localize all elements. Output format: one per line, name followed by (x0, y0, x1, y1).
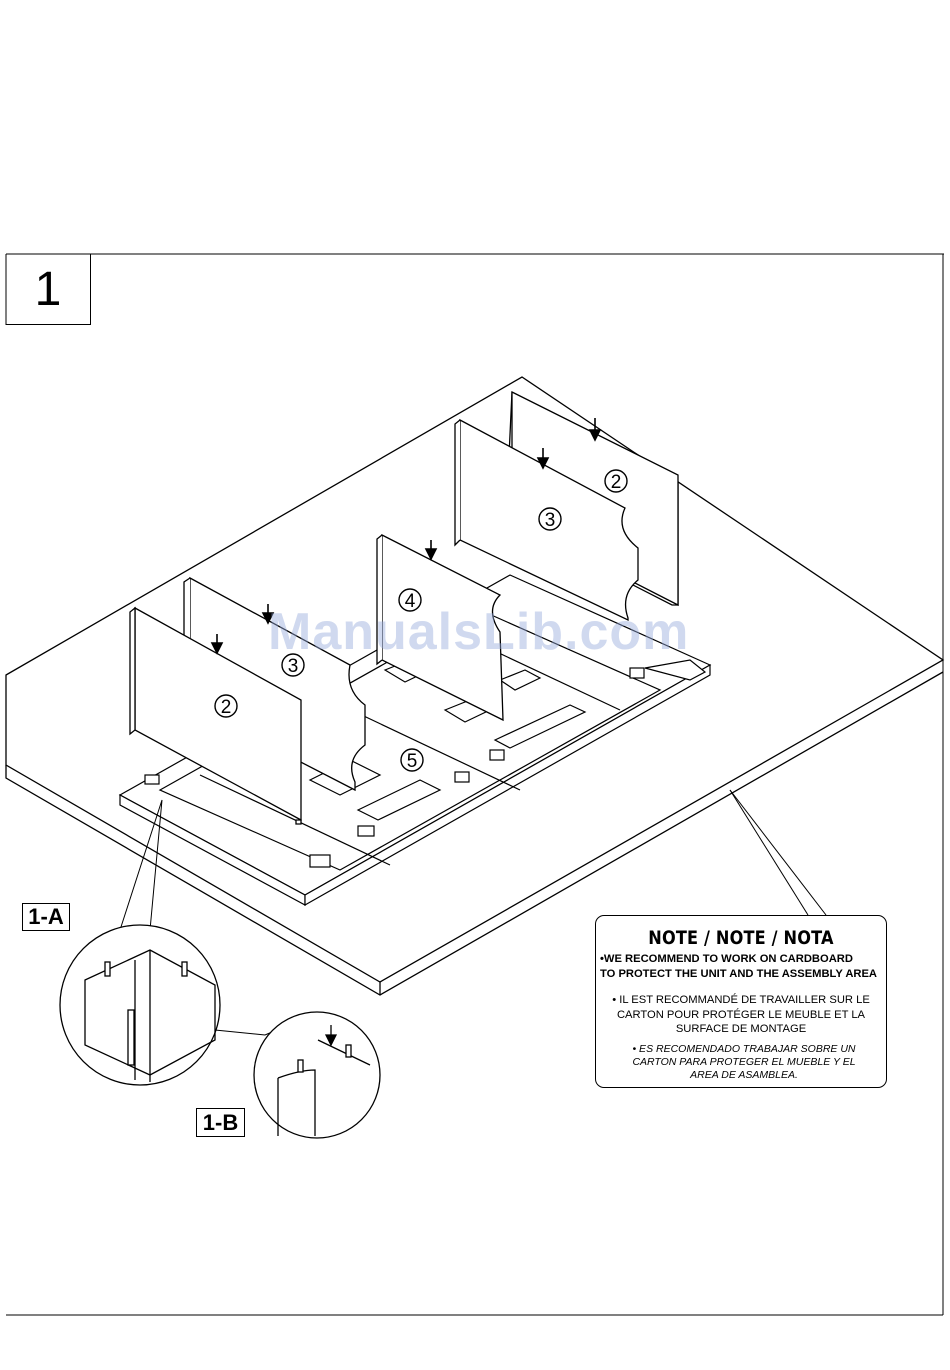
note-french: • IL EST RECOMMANDÉ DE TRAVAILLER SUR LE… (600, 993, 882, 1037)
note-fr-line2: CARTON POUR PROTÉGER LE MEUBLE ET LA (616, 1008, 866, 1021)
part-number-p3-left: 3 (288, 656, 299, 677)
detail-label-1b: 1-B (196, 1108, 245, 1137)
circle-p2-right (604, 469, 628, 493)
panel-4 (376, 533, 504, 722)
detail-1b (253, 1011, 381, 1139)
watermark: ManualsLib.com (268, 603, 690, 661)
insert-arrows (210, 418, 602, 655)
note-es-line2: CARTON PARA PROTEGER EL MUEBLE Y EL (632, 1056, 856, 1068)
circle-p2-left (214, 694, 238, 718)
part-number-p2-right: 2 (611, 472, 622, 493)
part-number-p5: 5 (407, 751, 418, 772)
note-fr-line3: SURFACE DE MONTAGE (675, 1023, 807, 1035)
note-title: NOTE / NOTE / NOTA (648, 927, 834, 949)
note-box: NOTE / NOTE / NOTA •WE RECOMMEND TO WORK… (595, 915, 887, 1088)
part-number-p2-left: 2 (221, 697, 232, 718)
note-en-line1: •WE RECOMMEND TO WORK ON CARDBOARD (600, 953, 853, 965)
circle-p3-left (281, 653, 305, 677)
note-spanish: • ES RECOMENDADO TRABAJAR SOBRE UN CARTO… (606, 1043, 882, 1082)
circle-p5 (400, 748, 424, 772)
detail-label-1a: 1-A (22, 903, 70, 931)
part-number-p4: 4 (405, 591, 416, 612)
part-number-p3-right: 3 (545, 510, 556, 531)
part-circles (214, 469, 628, 772)
step-number: 1 (6, 254, 91, 325)
note-es-line1: • ES RECOMENDADO TRABAJAR SOBRE UN (632, 1043, 856, 1055)
circle-p3-right (538, 507, 562, 531)
note-en-line2: TO PROTECT THE UNIT AND THE ASSEMBLY ARE… (600, 967, 878, 980)
circle-p4 (398, 588, 422, 612)
note-english: •WE RECOMMEND TO WORK ON CARDBOARD TO PR… (600, 952, 882, 981)
detail-1a (59, 924, 221, 1086)
note-fr-line1: • IL EST RECOMMANDÉ DE TRAVAILLER SUR LE (612, 994, 870, 1006)
note-es-line3: AREA DE ASAMBLEA. (690, 1069, 798, 1081)
